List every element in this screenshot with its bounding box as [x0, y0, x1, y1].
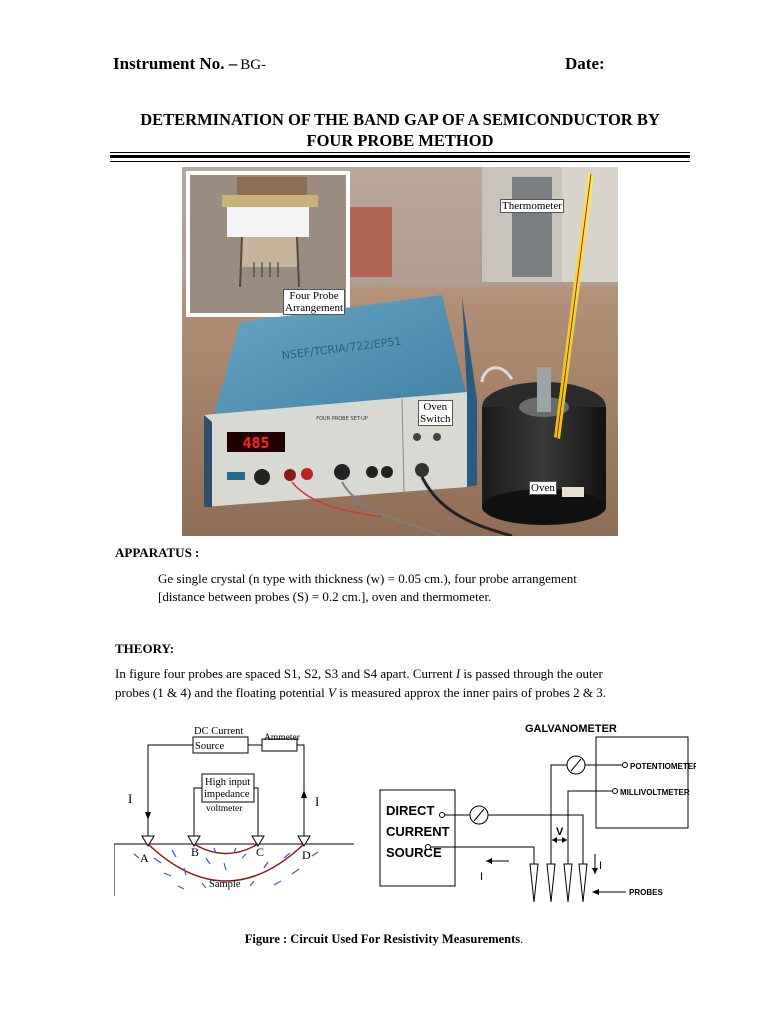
apparatus-photo-drawing: 485 FOUR PROBE SET-UP NSEF/TCRIA/722/EP5…: [182, 167, 618, 536]
four-probe-label-line-1: Four Probe: [289, 290, 339, 302]
theory-text: In figure four probes are spaced S1, S2,…: [115, 664, 695, 702]
page-title: DETERMINATION OF THE BAND GAP OF A SEMIC…: [100, 109, 700, 151]
current-label-left: I: [128, 791, 132, 806]
apparatus-photo: 485 FOUR PROBE SET-UP NSEF/TCRIA/722/EP5…: [182, 167, 618, 536]
voltmeter-label-1: High input: [205, 777, 250, 788]
dc-source-label-2: Source: [195, 741, 224, 752]
probe-b-label: B: [191, 845, 199, 859]
theory-line-2-a: probes (1 & 4) and the floating potentia…: [115, 685, 329, 700]
current-label-right: I: [599, 860, 602, 872]
title-rule-thin-top: [110, 152, 690, 153]
oven-label: Oven: [529, 481, 557, 495]
current-label-right: I: [315, 794, 319, 809]
ammeter-label: Ammeter: [264, 733, 301, 743]
title-rule-thick: [110, 155, 690, 158]
apparatus-text: Ge single crystal (n type with thickness…: [158, 570, 678, 606]
thermometer-label: Thermometer: [500, 199, 564, 213]
panel-title-text: FOUR PROBE SET-UP: [316, 416, 368, 422]
title-rule-thin-bottom: [110, 161, 690, 162]
figure-caption: Figure : Circuit Used For Resistivity Me…: [0, 932, 768, 947]
apparatus-line-1: Ge single crystal (n type with thickness…: [158, 571, 577, 586]
probe-a-label: A: [140, 851, 149, 865]
voltmeter-label-3: voltmeter: [206, 804, 243, 814]
apparatus-line-2: [distance between probes (S) = 0.2 cm.],…: [158, 589, 492, 604]
led-display: 485: [242, 434, 269, 452]
probes-label: PROBES: [629, 888, 663, 897]
sample-label: Sample: [209, 879, 241, 890]
probe-d-label: D: [302, 848, 311, 862]
probe-c-label: C: [256, 845, 264, 859]
voltage-label: V: [556, 826, 564, 838]
potentiometer-label: POTENTIOMETER: [630, 762, 696, 771]
theory-line-1-b: is passed through the outer: [460, 666, 603, 681]
millivoltmeter-label: MILLIVOLTMETER: [620, 788, 690, 797]
galvanometer-circuit-diagram: GALVANOMETER POTENTIOMETER MILLIVOLTMETE…: [376, 714, 699, 904]
theory-voltage-symbol: V: [328, 685, 336, 700]
apparatus-heading: APPARATUS :: [115, 545, 200, 560]
title-line-1: DETERMINATION OF THE BAND GAP OF A SEMIC…: [140, 110, 660, 129]
four-probe-circuit-drawing: DC Current Source Ammeter High input imp…: [113, 726, 354, 896]
galvanometer-circuit-drawing: GALVANOMETER POTENTIOMETER MILLIVOLTMETE…: [379, 723, 699, 903]
oven-switch-label: Oven Switch: [418, 400, 453, 426]
theory-heading: THEORY:: [115, 641, 175, 656]
theory-line-2: probes (1 & 4) and the floating potentia…: [115, 683, 695, 702]
figure-caption-text: Figure : Circuit Used For Resistivity Me…: [244, 932, 521, 946]
dc-source-label-2: CURRENT: [386, 824, 450, 839]
four-probe-circuit-diagram: DC Current Source Ammeter High input imp…: [113, 718, 354, 898]
dc-source-label-1: DC Current: [194, 726, 243, 737]
theory-line-1: In figure four probes are spaced S1, S2,…: [115, 664, 695, 683]
figure-caption-period: .: [520, 932, 524, 946]
four-probe-label-line-2: Arrangement: [285, 302, 344, 314]
galvanometer-label: GALVANOMETER: [525, 723, 617, 735]
date-label: Date:: [565, 54, 605, 73]
theory-current-symbol: I: [455, 666, 461, 681]
voltmeter-label-2: impedance: [204, 789, 250, 800]
instrument-label: Instrument No. –: [113, 54, 238, 73]
title-line-2: FOUR PROBE METHOD: [306, 131, 494, 150]
dc-source-label-1: DIRECT: [386, 803, 434, 818]
four-probe-label: Four Probe Arrangement: [283, 289, 346, 315]
oven-switch-label-line-2: Switch: [420, 413, 451, 425]
current-label-left: I: [480, 871, 483, 883]
instrument-value: BG-: [240, 57, 267, 73]
theory-line-1-a: In figure four probes are spaced S1, S2,…: [115, 666, 456, 681]
oven-switch-label-line-1: Oven: [423, 401, 448, 413]
theory-line-2-b: is measured approx the inner pairs of pr…: [335, 685, 607, 700]
instrument-number: Instrument No. –BG-: [113, 54, 266, 74]
